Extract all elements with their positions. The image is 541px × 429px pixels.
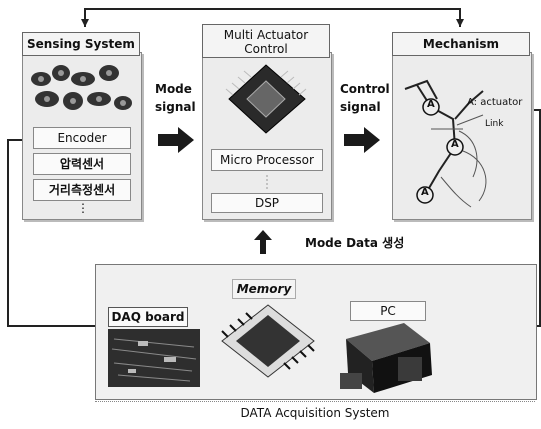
daq-system-label: DATA Acquisition System <box>95 401 535 424</box>
pc-image <box>340 323 432 393</box>
link-legend-label: Link <box>485 119 504 129</box>
mode-data-label: Mode Data 생성 <box>305 236 405 250</box>
mechanism-drawing <box>404 79 487 208</box>
actuator-marker-3-text: A <box>421 187 429 198</box>
pc-title: PC <box>350 301 426 321</box>
top-feedback-arrowhead-right <box>456 19 464 27</box>
memory-title: Memory <box>232 279 296 299</box>
sensing-item-distance: 거리측정센서 <box>33 179 131 201</box>
multi-actuator-control-panel: Micro Processor DSP <box>202 52 332 220</box>
top-feedback-arrowhead-left <box>81 19 89 27</box>
mode-signal-arrow <box>158 127 194 153</box>
sensing-system-title: Sensing System <box>22 32 140 56</box>
processor-chip-image <box>225 64 307 134</box>
top-feedback-line <box>84 8 461 27</box>
control-signal-text: Control signal <box>340 82 390 114</box>
sensing-item-pressure: 압력센서 <box>33 153 131 175</box>
multi-actuator-control-title-text: Multi Actuator Control <box>223 28 309 56</box>
left-sensing-to-daq-line <box>7 139 95 327</box>
mechanism-panel: A A A A: actuator Link <box>392 52 532 220</box>
processor-dsp-link-icon <box>266 175 268 189</box>
mode-signal-text: Mode signal <box>155 82 196 114</box>
mechanism-title: Mechanism <box>392 32 530 56</box>
mode-signal-label: Mode signal <box>155 80 199 116</box>
sensing-more-indicator: ⋮ <box>77 201 89 215</box>
daq-system-panel: DAQ board Memory PC <box>95 264 537 400</box>
actuator-markers <box>416 98 464 204</box>
actuator-marker-2-text: A <box>451 139 459 150</box>
memory-chip-image <box>221 304 315 378</box>
control-signal-label: Control signal <box>340 80 390 116</box>
daq-board-image <box>108 329 200 387</box>
micro-processor-box: Micro Processor <box>211 149 323 171</box>
actuator-marker-1-text: A <box>427 99 435 110</box>
dsp-box: DSP <box>211 193 323 213</box>
sensing-item-encoder: Encoder <box>33 127 131 149</box>
actuator-legend-label: A: actuator <box>467 97 523 108</box>
control-signal-arrow <box>344 127 380 153</box>
right-mechanism-to-daq-line <box>530 109 541 327</box>
sensor-photo <box>31 65 132 110</box>
mode-data-up-arrow <box>254 230 272 254</box>
sensing-system-panel: Encoder 압력센서 거리측정센서 ⋮ <box>22 52 142 220</box>
daq-board-title: DAQ board <box>108 307 188 327</box>
multi-actuator-control-title: Multi Actuator Control <box>202 24 330 58</box>
